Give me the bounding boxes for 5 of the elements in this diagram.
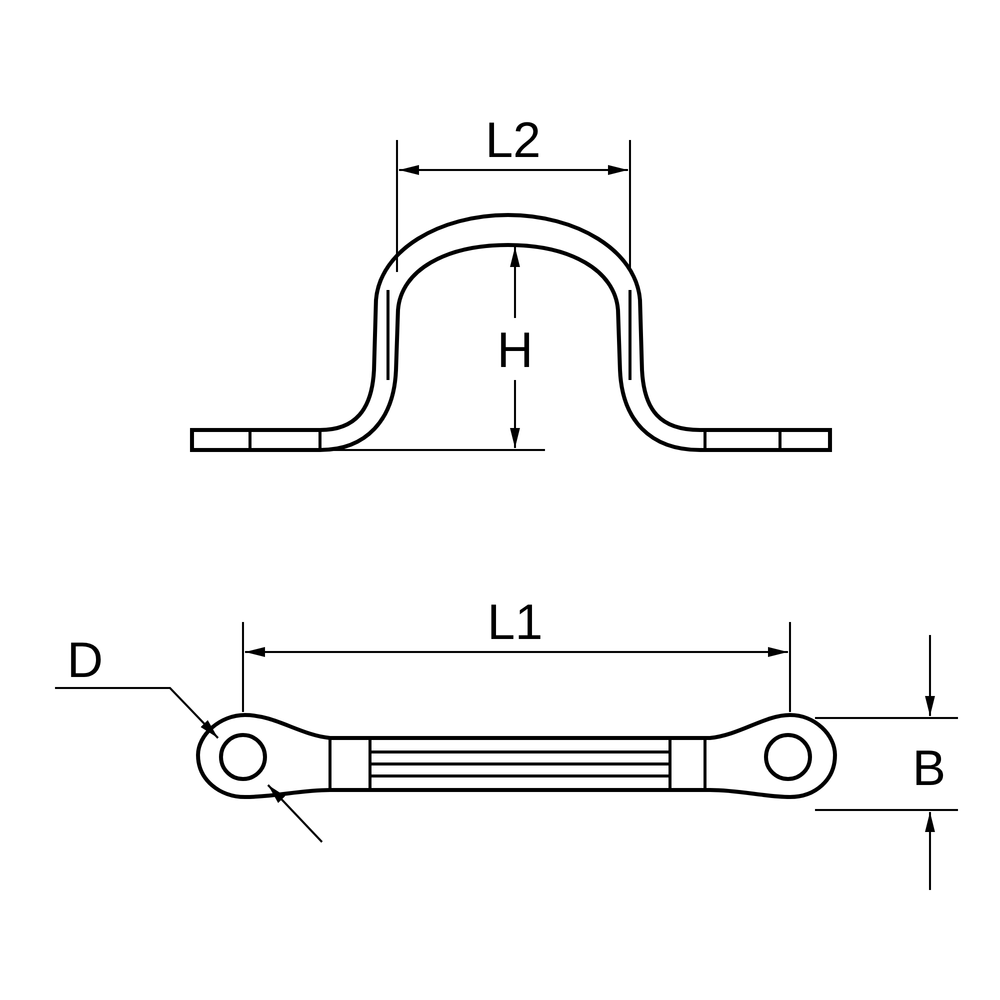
dimension-label: L1	[487, 597, 543, 647]
dimension-label: H	[496, 325, 534, 375]
dimension-label: B	[912, 743, 946, 793]
dimension-label: D	[66, 635, 104, 685]
dimension-label: L2	[485, 115, 541, 165]
